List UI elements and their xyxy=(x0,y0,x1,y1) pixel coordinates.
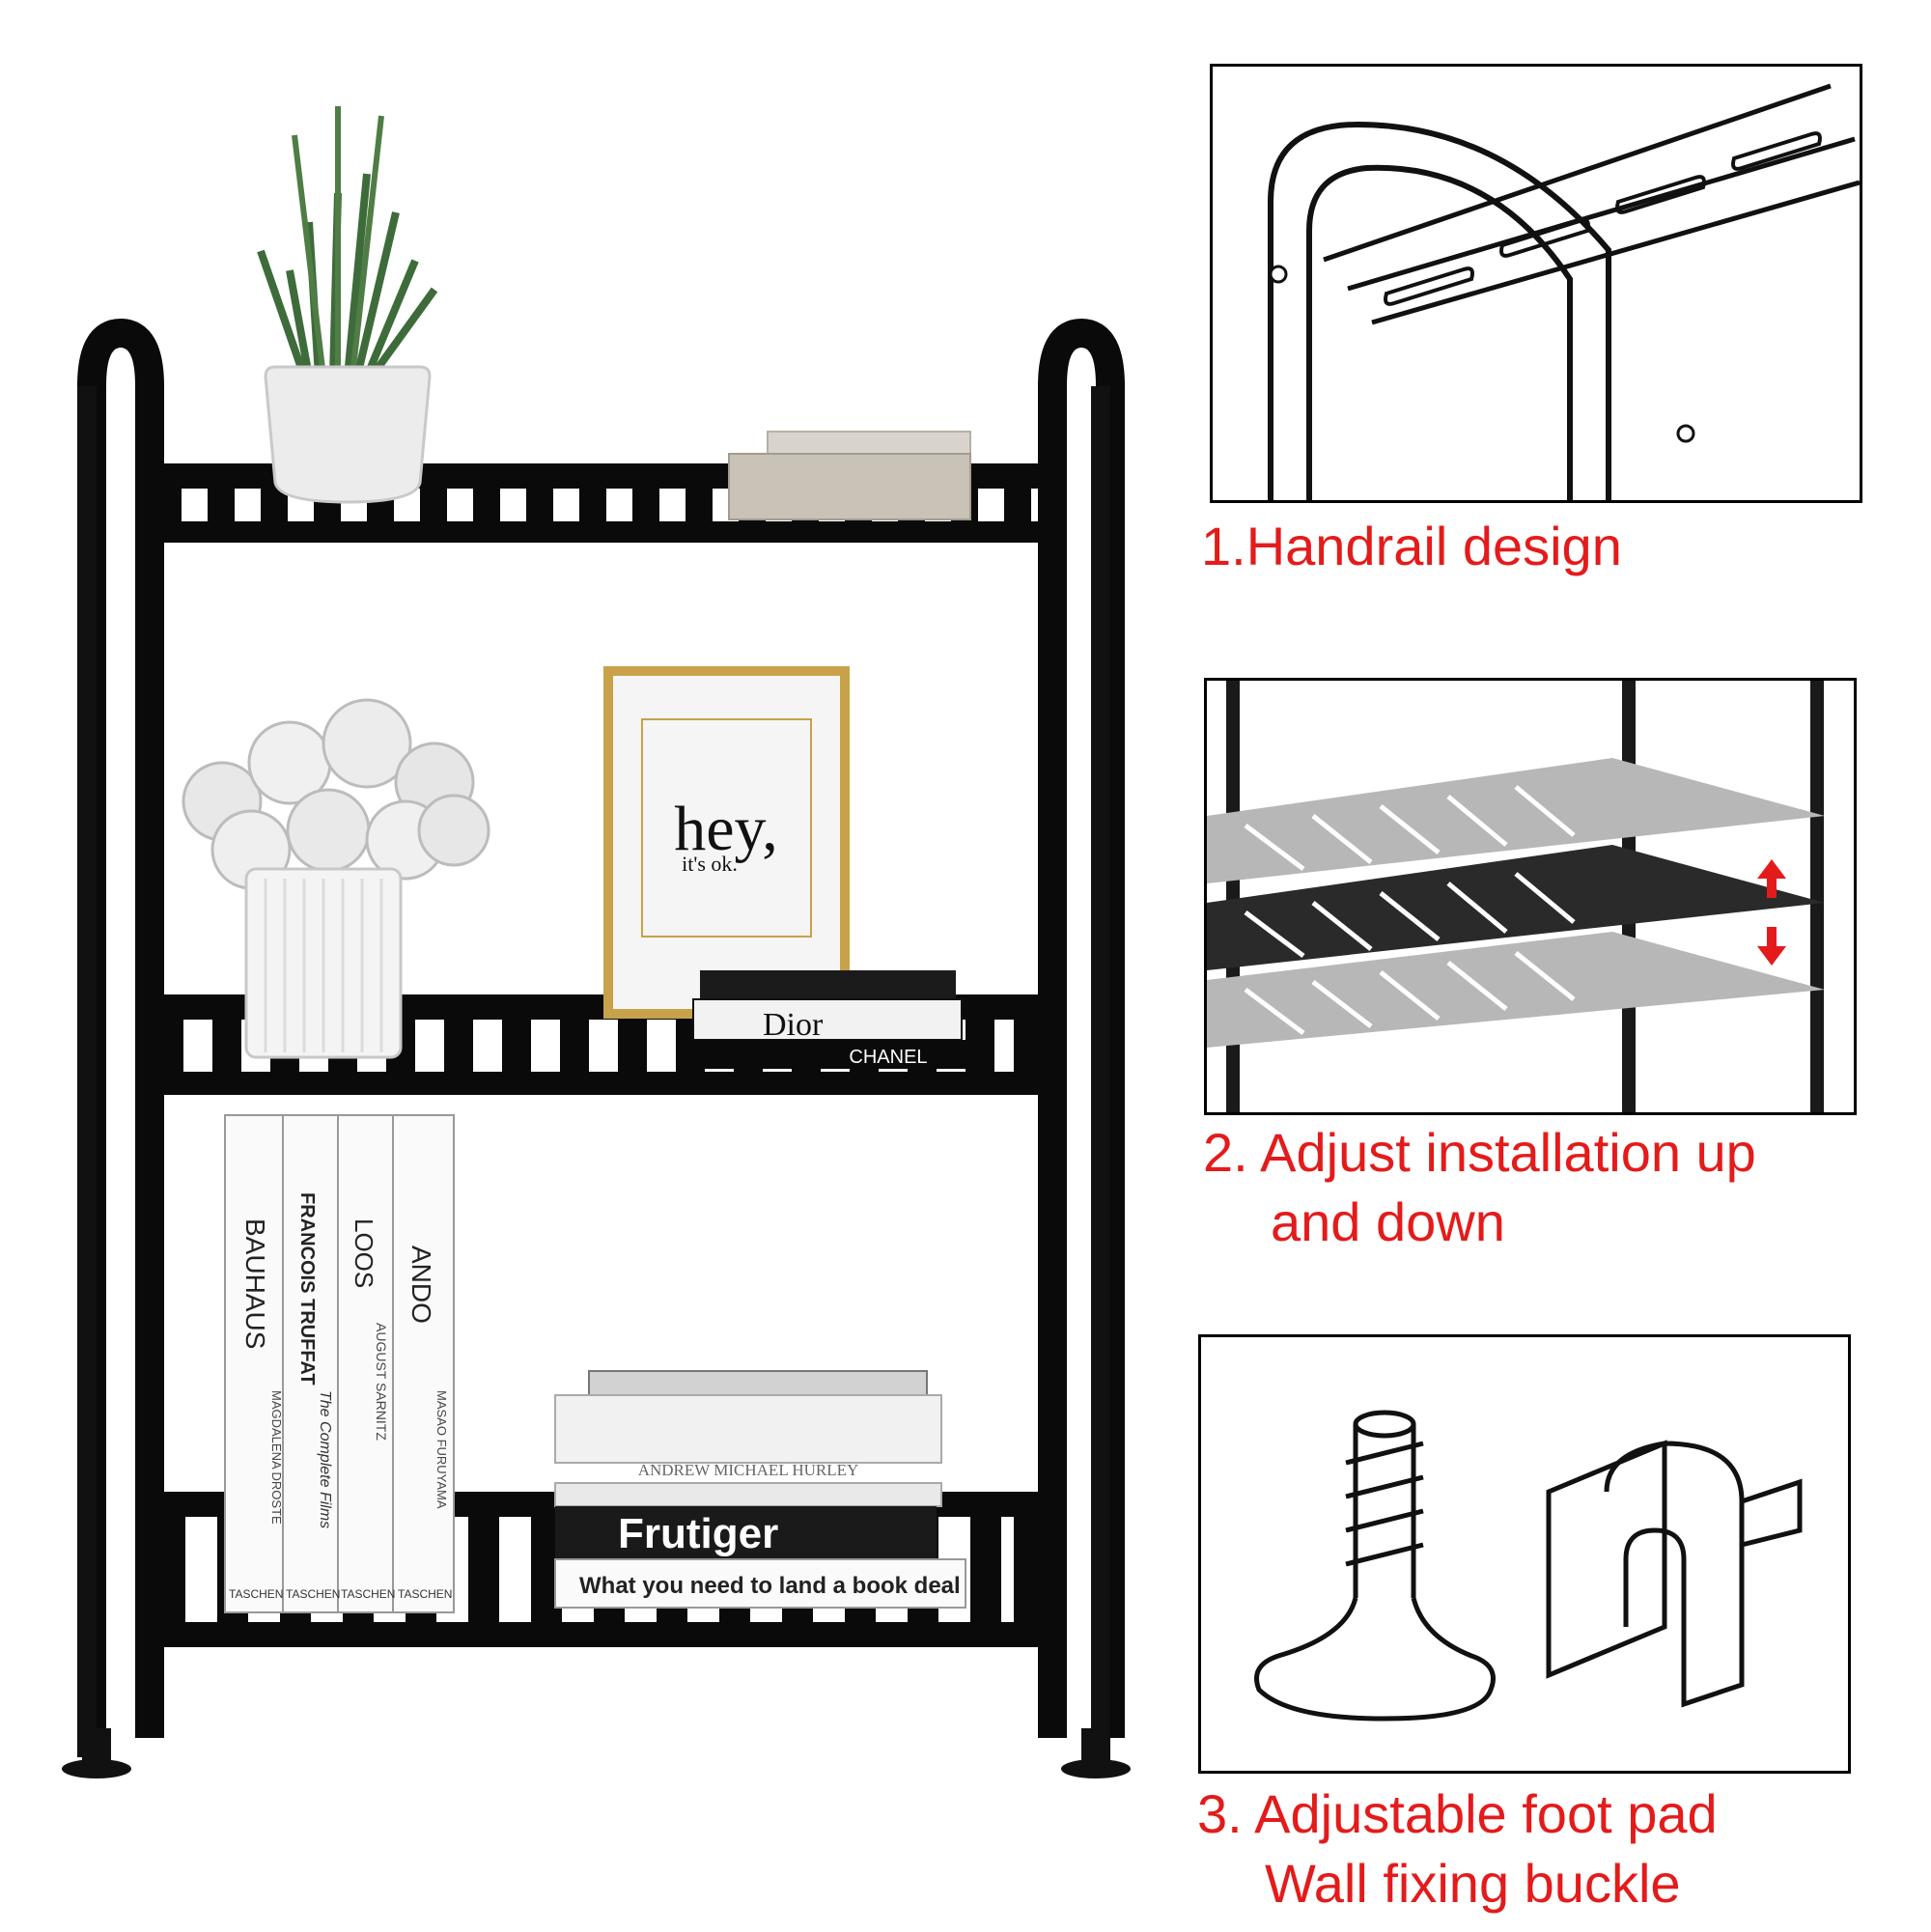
stacked-books: ANDREW MICHAEL HURLEY Frutiger What you … xyxy=(554,1370,966,1609)
book-dior: Dior xyxy=(763,1007,824,1043)
book-frutiger: Frutiger xyxy=(618,1510,778,1557)
middle-shelf-books: Dior CHANEL xyxy=(690,970,970,1069)
adjustable-foot-icon xyxy=(1254,1410,1496,1722)
top-shelf-books xyxy=(728,431,971,520)
spine-4-author: MASAO FURUYAMA xyxy=(434,1390,449,1509)
handrail-drawing xyxy=(1268,83,1860,500)
arrow-down-icon xyxy=(1757,927,1786,966)
flower-vase xyxy=(182,698,490,1059)
adjust-detail-panel xyxy=(1204,678,1857,1115)
left-leg xyxy=(77,386,97,1757)
feature-1-caption: 1.Handrail design xyxy=(1201,516,1622,576)
shelf-illustration: hey, it's ok. Dior CHANEL BAUHAUS MAGDAL… xyxy=(62,106,1131,1778)
spine-3-title: LOOS xyxy=(350,1218,378,1288)
publisher-2: TASCHEN xyxy=(286,1587,340,1601)
adjust-drawing xyxy=(1207,681,1854,1112)
footpad-drawing xyxy=(1254,1410,1803,1722)
potted-plant xyxy=(257,106,438,504)
frame-text-small: it's ok. xyxy=(682,852,738,876)
spine-2-subtitle: The Complete Films xyxy=(317,1390,333,1528)
right-foot-pad xyxy=(1061,1759,1131,1778)
book-chanel: CHANEL xyxy=(849,1047,927,1068)
right-leg xyxy=(1091,386,1110,1757)
book-hurley: ANDREW MICHAEL HURLEY xyxy=(638,1461,859,1479)
spine-3-author: AUGUST SARNITZ xyxy=(374,1323,389,1441)
feature-3-caption: 3. Adjustable foot pad xyxy=(1197,1783,1718,1844)
right-handrail xyxy=(1038,318,1125,1738)
feature-3-caption-line2: Wall fixing buckle xyxy=(1265,1853,1681,1914)
footpad-detail-panel xyxy=(1198,1334,1851,1774)
handrail-detail-panel xyxy=(1210,64,1862,503)
spine-1-title: BAUHAUS xyxy=(240,1218,270,1349)
picture-frame: hey, it's ok. xyxy=(603,666,850,1019)
publisher-1: TASCHEN xyxy=(229,1587,283,1601)
feature-2-caption-line2: and down xyxy=(1271,1191,1505,1252)
publisher-3: TASCHEN xyxy=(341,1587,395,1601)
upright-books: BAUHAUS MAGDALENA DROSTE FRANCOIS TRUFFA… xyxy=(224,1114,455,1613)
left-handrail xyxy=(77,318,164,1738)
spine-4-title: ANDO xyxy=(406,1246,436,1324)
arrow-up-icon xyxy=(1757,859,1786,898)
left-foot-pad xyxy=(62,1759,131,1778)
publisher-4: TASCHEN xyxy=(398,1587,452,1601)
book-deal: What you need to land a book deal xyxy=(579,1573,961,1599)
feature-2-caption: 2. Adjust installation up xyxy=(1203,1122,1756,1183)
wall-buckle-icon xyxy=(1546,1440,1803,1708)
frame-text-big: hey, xyxy=(674,794,778,864)
shelf-slats xyxy=(1244,785,1576,1035)
spine-1-author: MAGDALENA DROSTE xyxy=(269,1390,284,1525)
spine-2-title: FRANCOIS TRUFFAT xyxy=(296,1192,318,1386)
